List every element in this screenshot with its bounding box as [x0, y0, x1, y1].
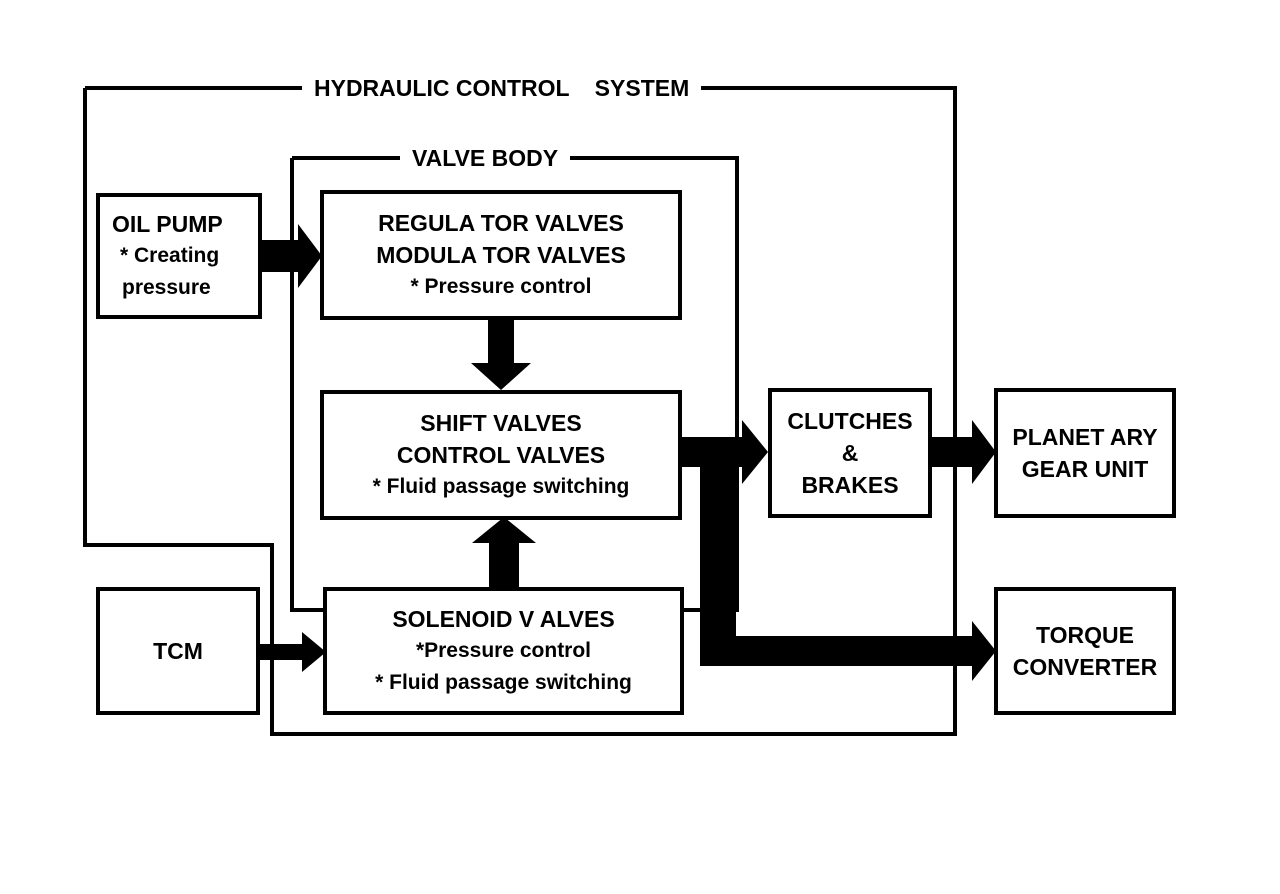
valve-body-label: VALVE BODY: [400, 144, 571, 172]
oil-pump-note-line2: pressure: [122, 276, 211, 299]
valve-body-frame: [290, 156, 739, 612]
arrow-tcm-to-solenoid: [258, 632, 326, 672]
solenoid-valves-note-1: *Pressure control: [415, 639, 592, 662]
regulator-valves-note: * Pressure control: [410, 275, 592, 298]
solenoid-valves-note-2: * Fluid passage switching: [375, 671, 632, 694]
clutches-label: CLUTCHES: [787, 408, 913, 434]
arrow-clutches-to-planetary: [930, 420, 996, 484]
arrow-solenoid-to-shift: [472, 517, 536, 588]
shift-valves-box: SHIFT VALVES CONTROL VALVES * Fluid pass…: [320, 390, 682, 520]
torque-label: TORQUE: [1036, 622, 1134, 648]
tcm-box: TCM: [96, 587, 260, 715]
oil-pump-title: OIL PUMP: [112, 211, 223, 237]
feed-line-torque-converter: [700, 450, 736, 666]
regulator-valves-title: REGULA TOR VALVES: [378, 210, 624, 236]
brakes-label: BRAKES: [801, 472, 899, 498]
arrow-to-torque-converter: [700, 621, 996, 681]
hydraulic-control-system-label: HYDRAULIC CONTROL SYSTEM: [302, 74, 702, 102]
arrow-oil-pump-to-regulator: [260, 224, 322, 288]
modulator-valves-title: MODULA TOR VALVES: [376, 242, 626, 268]
arrow-regulator-to-shift: [471, 318, 531, 390]
converter-label: CONVERTER: [1012, 654, 1158, 680]
gear-unit-label: GEAR UNIT: [1021, 456, 1149, 482]
tcm-label: TCM: [153, 638, 203, 664]
regulator-valves-box: REGULA TOR VALVES MODULA TOR VALVES * Pr…: [320, 190, 682, 320]
clutches-brakes-box: CLUTCHES & BRAKES: [768, 388, 932, 518]
oil-pump-note-line1: * Creating: [120, 244, 220, 267]
oil-pump-box: OIL PUMP * Creating pressure: [96, 193, 262, 319]
solenoid-valves-title: SOLENOID V ALVES: [392, 606, 615, 632]
planetary-gear-unit-box: PLANET ARY GEAR UNIT: [994, 388, 1176, 518]
shift-valves-title: SHIFT VALVES: [420, 410, 582, 436]
torque-converter-box: TORQUE CONVERTER: [994, 587, 1176, 715]
hydraulic-control-system-frame: [83, 86, 957, 736]
ampersand-label: &: [841, 440, 859, 466]
planetary-label: PLANET ARY: [1012, 424, 1158, 450]
shift-valves-note: * Fluid passage switching: [372, 475, 630, 498]
solenoid-valves-box: SOLENOID V ALVES *Pressure control * Flu…: [323, 587, 684, 715]
control-valves-title: CONTROL VALVES: [396, 442, 606, 468]
